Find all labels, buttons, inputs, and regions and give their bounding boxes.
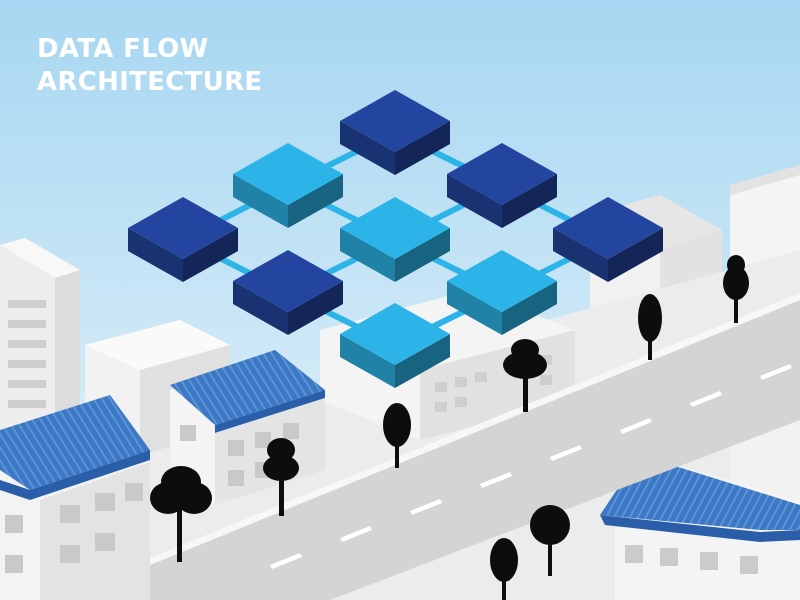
tree-icon (723, 255, 749, 323)
tree-icon (150, 466, 212, 562)
network-node-n1 (340, 90, 450, 175)
network-diagram (128, 90, 663, 388)
node-top-face (340, 303, 450, 365)
node-right-face (608, 228, 663, 282)
node-left-face (553, 228, 608, 282)
node-right-face (395, 334, 450, 388)
title-block: DATA FLOW ARCHITECTURE (37, 33, 262, 99)
network-node-n3 (447, 143, 557, 228)
house-left (0, 395, 150, 600)
tree-icon (383, 403, 411, 468)
node-right-face (502, 174, 557, 228)
title-line-1: DATA FLOW (37, 34, 209, 64)
node-left-face (340, 334, 395, 388)
node-left-face (447, 174, 502, 228)
node-right-face (502, 281, 557, 335)
trees (150, 255, 749, 600)
node-left-face (233, 281, 288, 335)
network-node-n8 (447, 250, 557, 335)
tree-icon (638, 294, 662, 360)
node-right-face (288, 281, 343, 335)
tree-icon (490, 538, 518, 600)
node-left-face (233, 174, 288, 228)
node-top-face (233, 250, 343, 312)
tree-icon (503, 339, 547, 412)
node-left-face (340, 228, 395, 282)
node-right-face (395, 121, 450, 175)
node-top-face (340, 197, 450, 259)
title-line-2: ARCHITECTURE (37, 67, 263, 97)
network-nodes (128, 90, 663, 388)
node-left-face (128, 228, 183, 282)
network-node-n7 (233, 250, 343, 335)
network-node-n5 (340, 197, 450, 282)
node-right-face (395, 228, 450, 282)
node-top-face (447, 250, 557, 312)
network-node-n6 (553, 197, 663, 282)
node-right-face (288, 174, 343, 228)
road (150, 293, 800, 600)
node-left-face (340, 121, 395, 175)
node-top-face (128, 197, 238, 259)
tree-icon (263, 438, 299, 516)
node-top-face (233, 143, 343, 205)
node-top-face (340, 90, 450, 152)
node-top-face (553, 197, 663, 259)
node-left-face (447, 281, 502, 335)
network-node-n9 (340, 303, 450, 388)
network-node-n2 (233, 143, 343, 228)
node-top-face (447, 143, 557, 205)
network-node-n4 (128, 197, 238, 282)
node-right-face (183, 228, 238, 282)
tree-icon (530, 505, 570, 576)
